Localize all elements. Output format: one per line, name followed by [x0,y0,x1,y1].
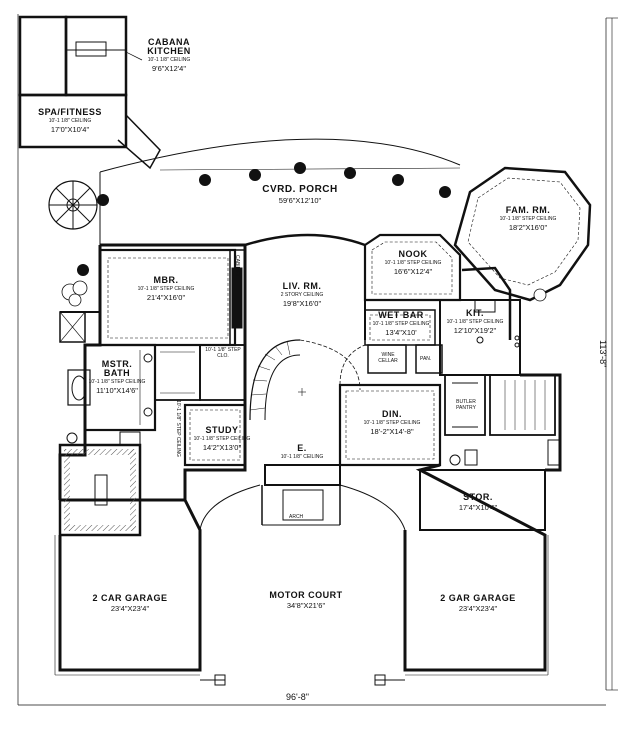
wet-bar-ceiling: 10'-1 1/8" STEP CEILING [372,321,430,327]
kitchen-dims: 12'10"X19'2" [453,326,497,335]
family-room-dims: 18'2"X16'0" [508,223,548,232]
kitchen-label: KIT. 10'-1 1/8" STEP CEILING 12'10"X19'2… [447,309,504,335]
nook-ceiling: 10'-1 1/8" STEP CEILING [384,260,442,266]
left-garage-label: 2 CAR GARAGE 23'4"X23'4" [92,594,167,613]
mbr-ceiling: 10'-1 1/8" STEP CEILING [137,286,195,292]
family-room-label: FAM. RM. 10'-1 1/8" STEP CEILING 18'2"X1… [500,206,557,232]
overall-width-dimension: 96'-8" [286,692,309,702]
spa-fitness-name: SPA/FITNESS [38,107,102,117]
right-garage-name: 2 GAR GARAGE [440,593,516,603]
mbr-name: MBR. [153,275,179,285]
vertical-step-ceiling-label: 10'-1 1/8" STEP CEILING [175,400,181,457]
master-bath-ceiling: 10'-1 1/8" STEP CEILING [88,379,146,385]
study-label: STUDY 10'-1 1/8" STEP CEILING 14'2"X13'0… [194,426,251,452]
covered-porch-label: CVRD. PORCH 59'6"X12'10" [262,185,338,205]
master-bath-label: MSTR. BATH 10'-1 1/8" STEP CEILING 11'10… [89,360,146,395]
right-garage-label: 2 GAR GARAGE 23'4"X23'4" [440,594,516,613]
storage-dims: 17'4"X10'4" [458,503,498,512]
master-bath-dims: 11'10"X14'6" [96,386,138,395]
motor-court-name: MOTOR COURT [269,590,343,600]
dining-name: DIN. [382,409,402,419]
dining-label: DIN. 10'-1 1/8" STEP CEILING 18'-2"X14'-… [364,410,421,436]
arch-label: ARCH [289,514,304,520]
overall-depth-dimension: 113'-8" [598,340,608,368]
mbr-dims: 21'4"X16'0" [146,293,186,302]
living-room-label: LIV. RM. 2 STORY CEILING 19'8"X16'0" [281,282,324,308]
nook-name: NOOK [398,249,428,259]
living-room-ceiling: 2 STORY CEILING [280,292,324,298]
pantry-label: PAN. [420,356,432,362]
entry-name: E. [297,443,307,453]
study-ceiling: 10'-1 1/8" STEP CEILING [193,436,251,442]
study-dims: 14'2"X13'0" [202,443,242,452]
spa-fitness-label: SPA/FITNESS 10'-1 1/8" CEILING 17'0"X10'… [38,108,102,134]
kitchen-name: KIT. [465,308,484,318]
cabana-kitchen-label: CABANA KITCHEN 10'-1 1/8" CEILING 9'6"X1… [147,38,191,73]
right-garage-dims: 23'4"X23'4" [458,604,498,613]
wet-bar-dims: 13'4"X10' [385,328,417,337]
left-garage-dims: 23'4"X23'4" [110,604,150,613]
cabana-kitchen-ceiling: 10'-1 1/8" CEILING [147,57,191,63]
cabana-kitchen-dims: 9'6"X12'4" [151,64,187,73]
wet-bar-label: WET BAR 10'-1 1/8" STEP CEILING 13'4"X10… [373,311,430,337]
motor-court-dims: 34'8"X21'6" [286,601,326,610]
spa-fitness-ceiling: 10'-1 1/8" CEILING [48,118,92,124]
living-room-dims: 19'8"X16'0" [282,299,322,308]
step-closet-label: 10'-1 1/8" STEP CLO. [205,347,241,359]
dining-ceiling: 10'-1 1/8" STEP CEILING [363,420,421,426]
spa-fitness-dims: 17'0"X10'4" [50,125,90,134]
cabana-kitchen-name-2: KITCHEN [147,46,191,56]
covered-porch-name: CVRD. PORCH [262,184,338,195]
wet-bar-name: WET BAR [378,310,424,320]
dining-dims: 18'-2"X14'-8" [370,427,414,436]
entry-ceiling: 10'-1 1/8" CEILING [280,454,324,460]
cabana-kitchen-name-1: CABANA [148,37,190,47]
left-garage-name: 2 CAR GARAGE [92,593,168,603]
mbr-label: MBR. 10'-1 1/8" STEP CEILING 21'4"X16'0" [138,276,195,302]
master-bath-name-2: BATH [103,368,131,378]
cabinet-label: CABINET [234,255,240,277]
study-name: STUDY [205,425,239,435]
covered-porch-dims: 59'6"X12'10" [278,196,322,205]
nook-label: NOOK 10'-1 1/8" STEP CEILING 16'6"X12'4" [385,250,442,276]
family-room-name: FAM. RM. [505,205,551,215]
living-room-name: LIV. RM. [282,281,322,291]
storage-name: STOR. [463,492,493,502]
family-room-ceiling: 10'-1 1/8" STEP CEILING [499,216,557,222]
kitchen-ceiling: 10'-1 1/8" STEP CEILING [446,319,504,325]
wine-cellar-label: WINE CELLAR [378,352,398,364]
entry-label: E. 10'-1 1/8" CEILING [281,444,323,460]
motor-court-label: MOTOR COURT 34'8"X21'6" [269,591,342,610]
butler-pantry-label: BUTLER PANTRY [456,399,476,411]
storage-label: STOR. 17'4"X10'4" [459,493,497,512]
master-bath-name-1: MSTR. [101,359,133,369]
nook-dims: 16'6"X12'4" [393,267,433,276]
